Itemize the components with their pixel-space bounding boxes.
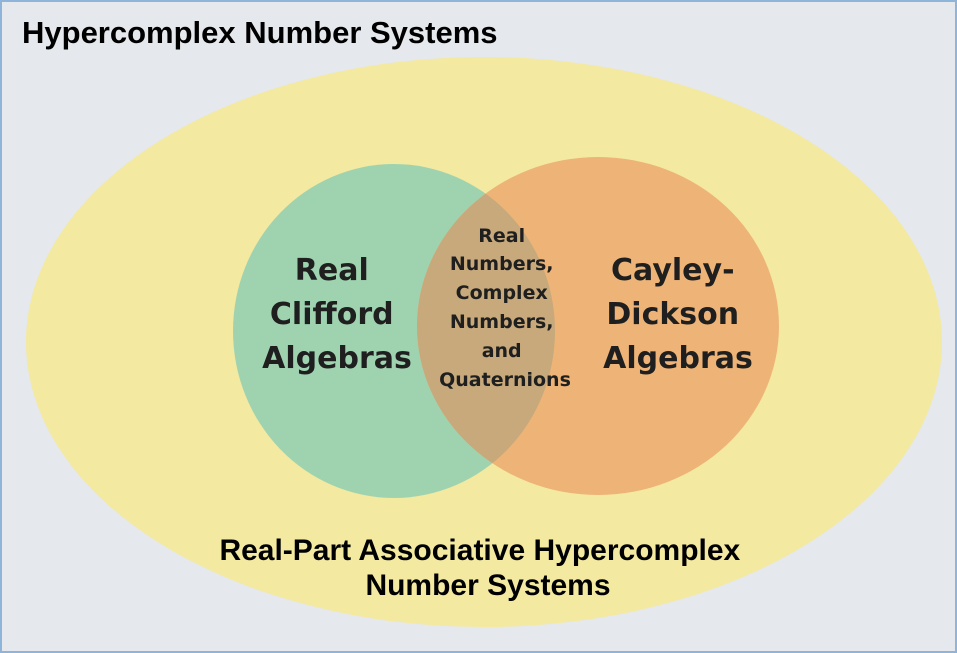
- right-set-label: Cayley- Dickson Algebras: [603, 253, 753, 376]
- outer-set-label-line: Number Systems: [365, 569, 610, 602]
- left-set-label-line: Algebras: [262, 341, 412, 376]
- outer-set-label-line: Real-Part Associative Hypercomplex: [219, 534, 740, 567]
- intersection-label-line: Real: [478, 225, 525, 247]
- right-set-label-line: Cayley-: [611, 253, 735, 288]
- intersection-label: Real Numbers, Complex Numbers, and Quate…: [439, 225, 571, 391]
- outer-set-label: Real-Part Associative Hypercomplex Numbe…: [219, 534, 748, 602]
- left-set-label-line: Clifford: [270, 297, 394, 332]
- intersection-label-line: Numbers,: [450, 311, 554, 333]
- intersection-label-line: Quaternions: [439, 369, 571, 391]
- intersection-region: [417, 164, 555, 495]
- right-set-label-line: Dickson: [606, 297, 739, 332]
- intersection-label-line: Complex: [456, 282, 548, 304]
- intersection-label-line: and: [482, 340, 522, 362]
- left-set-label: Real Clifford Algebras: [262, 253, 412, 376]
- right-set-label-line: Algebras: [603, 341, 753, 376]
- diagram-title: Hypercomplex Number Systems: [22, 15, 498, 50]
- intersection-label-line: Numbers,: [450, 253, 554, 275]
- left-set-label-line: Real: [295, 253, 369, 288]
